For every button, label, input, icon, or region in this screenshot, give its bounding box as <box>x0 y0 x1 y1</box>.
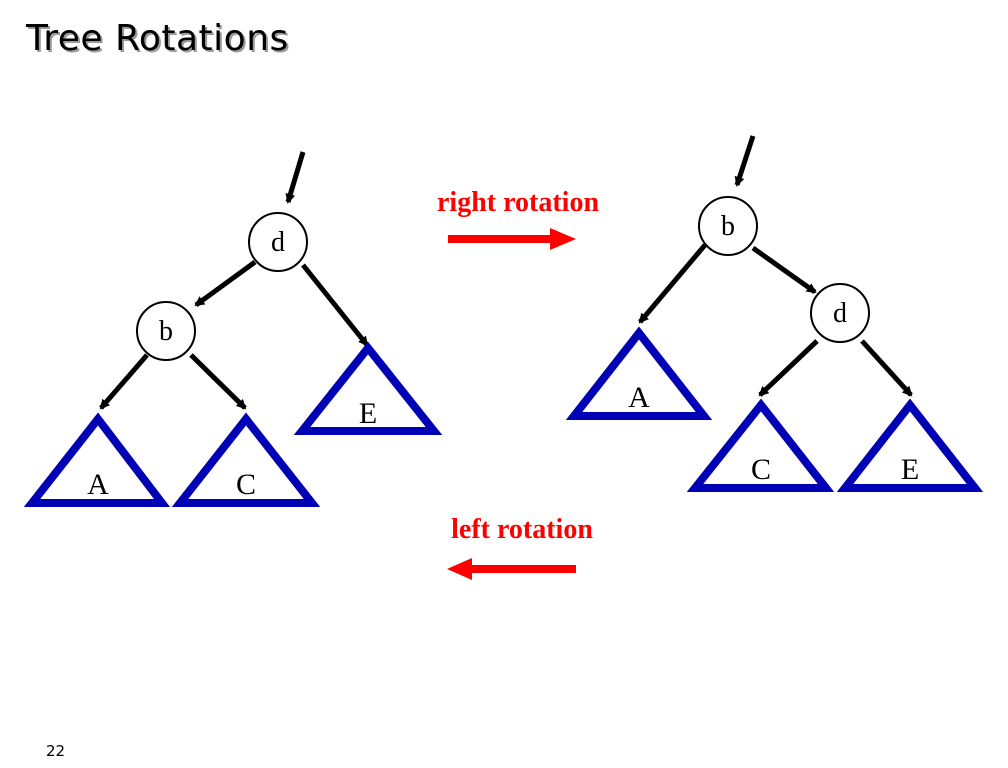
right-tree-root-label: b <box>721 211 735 242</box>
left-tree-root-node: d <box>248 212 308 272</box>
left-tree: d b A C E <box>23 151 443 507</box>
right-tree-root-node: b <box>698 196 758 256</box>
left-tree-edge-d-b <box>194 259 257 308</box>
right-arrow-icon <box>448 228 576 250</box>
left-tree-subtree-C-label: C <box>236 468 256 501</box>
left-tree-subtree-E: E <box>293 341 443 435</box>
right-tree-subtree-E: E <box>836 398 984 492</box>
right-tree-subtree-C: C <box>686 398 835 492</box>
left-tree-child-node: b <box>136 301 196 361</box>
left-tree-subtree-A: A <box>23 412 171 507</box>
left-tree-subtree-C: C <box>171 412 321 507</box>
right-tree-child-node: d <box>810 283 870 343</box>
left-rotation-label: left rotation <box>451 514 593 545</box>
left-rotation-group: left rotation <box>447 514 593 580</box>
right-tree-subtree-C-label: C <box>751 453 771 486</box>
left-tree-child-label: b <box>159 316 173 347</box>
slide-title: Tree Rotations <box>26 18 289 59</box>
right-tree-edge-d-C <box>758 339 819 397</box>
left-tree-edge-b-A <box>99 353 149 410</box>
left-arrow-icon <box>447 558 576 580</box>
left-tree-parent-pointer <box>285 151 306 204</box>
right-tree-child-label: d <box>833 298 847 329</box>
page-number: 22 <box>46 742 66 760</box>
right-tree-edge-d-E <box>860 339 913 397</box>
left-tree-edge-d-E <box>301 263 369 347</box>
right-tree-edge-b-A <box>638 243 707 324</box>
right-rotation-label: right rotation <box>437 187 599 218</box>
left-tree-edge-b-C <box>189 353 247 410</box>
left-tree-subtree-A-label: A <box>87 468 109 501</box>
right-tree-subtree-E-label: E <box>901 453 919 486</box>
right-tree-edge-b-d <box>751 245 817 295</box>
right-tree-parent-pointer <box>734 135 756 187</box>
left-tree-root-label: d <box>271 227 285 258</box>
right-tree: b d A C E <box>565 135 984 492</box>
right-tree-subtree-A: A <box>565 326 713 420</box>
right-tree-subtree-A-label: A <box>628 381 650 414</box>
right-rotation-group: right rotation <box>437 187 599 250</box>
left-tree-subtree-E-label: E <box>359 397 377 430</box>
